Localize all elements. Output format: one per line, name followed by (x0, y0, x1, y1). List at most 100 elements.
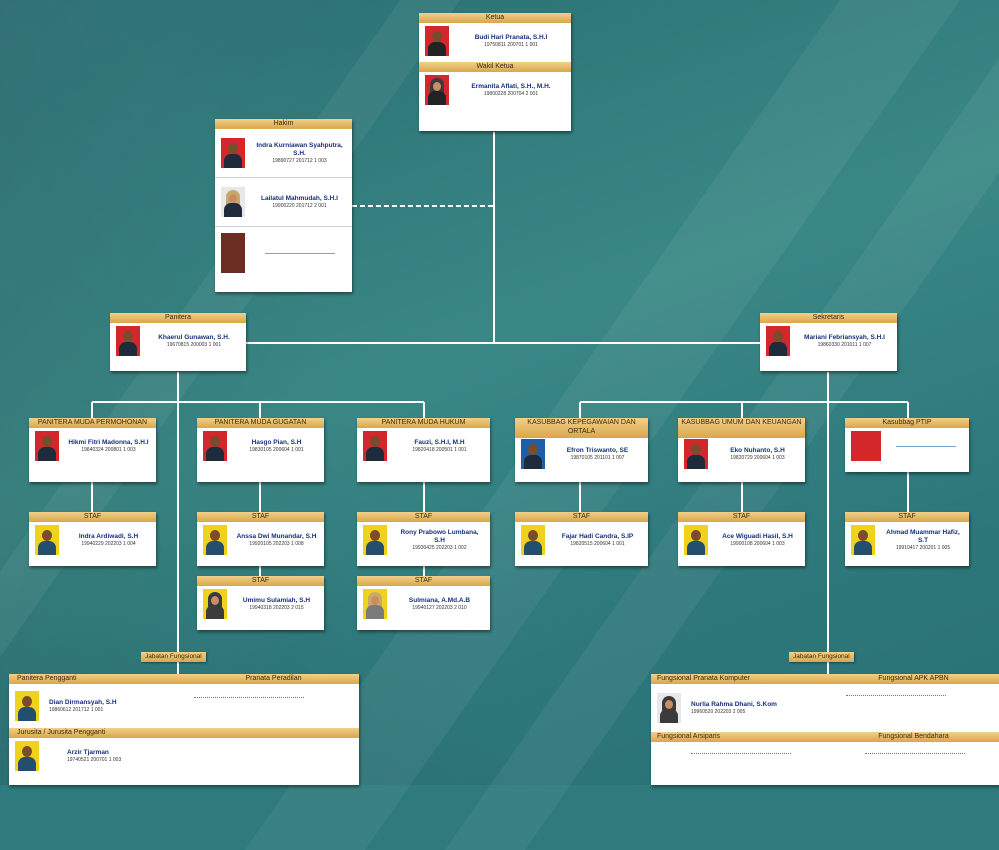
hakim-title: Hakim (215, 119, 352, 129)
staff-title: STAF (515, 512, 648, 522)
staff-photo (684, 525, 708, 555)
hakim-2-name: Lailatul Mahmudah, S.H.I (261, 194, 338, 202)
sekretaris-nip: 19860330 201011 1 007 (817, 341, 872, 348)
fungsional-right-header-2: Fungsional Arsiparis Fungsional Bendahar… (651, 732, 999, 742)
staff-nip: 19820515 200604 1 001 (570, 540, 625, 547)
ketua-photo (425, 26, 449, 56)
staff-name: Indra Ardiwadi, S.H (78, 532, 139, 540)
apk-dotted-line (846, 694, 946, 696)
unit-row (845, 428, 969, 464)
pranata-title: Pranata Peradilan (188, 674, 359, 684)
js-nip: 19740521 200701 1 003 (67, 756, 122, 763)
unit-nip: 19830105 200604 1 001 (249, 446, 304, 453)
ketua-title: Ketua (419, 13, 571, 23)
staff-title: STAF (357, 512, 490, 522)
hakim-box: Hakim Indra Kurniawan Syahputra, S.H.198… (215, 119, 352, 292)
fungsional-left-header: Panitera Pengganti Pranata Peradilan (9, 674, 359, 684)
fungsional-right-box: Fungsional Pranata Komputer Fungsional A… (651, 674, 999, 785)
fungsional-left-box: Panitera Pengganti Pranata Peradilan Dia… (9, 674, 359, 785)
unit-box-ptip: Kasubbag PTIP (845, 418, 969, 472)
hakim-row-1: Indra Kurniawan Syahputra, S.H.19890727 … (215, 129, 352, 177)
hakim-1-nip: 19890727 201712 1 003 (272, 157, 327, 164)
unit-name: Eko Nuhanto, S.H (730, 446, 785, 454)
js-photo (15, 741, 39, 771)
wakil-nip: 19800228 200704 2 001 (483, 90, 539, 97)
staff-photo (521, 525, 545, 555)
staff-nip: 19910417 200201 1 005 (895, 544, 951, 551)
hakim-row-3 (215, 227, 352, 279)
staff-photo (363, 525, 387, 555)
pranata-dotted-line (194, 696, 304, 698)
staff-nip: 19930425 202203 1 002 (412, 544, 467, 551)
unit-box-kepegawaian: KASUBBAG KEPEGAWAIAN DAN ORTALA Efron Tr… (515, 418, 648, 482)
bendahara-title: Fungsional Bendahara (828, 732, 999, 742)
panitera-name: Khaerul Gunawan, S.H. (158, 333, 230, 341)
hakim-3-photo-placeholder (221, 233, 245, 273)
sekretaris-title: Sekretaris (760, 313, 897, 323)
unit-name: Hikmi Fitri Madonna, S.H.I (68, 438, 149, 446)
pp-name: Dian Dirmansyah, S.H (49, 698, 117, 706)
pk-photo (657, 693, 681, 723)
unit-photo (521, 439, 545, 469)
unit-title: KASUBBAG KEPEGAWAIAN DAN ORTALA (515, 418, 648, 438)
unit-photo (363, 431, 387, 461)
unit-box-umum-keuangan: KASUBBAG UMUM DAN KEUANGAN Eko Nuhanto, … (678, 418, 805, 482)
wakil-photo (425, 75, 449, 105)
pk-title: Fungsional Pranata Komputer (651, 674, 828, 684)
staff-name: Fajar Hadi Candra, S.IP (561, 532, 634, 540)
wakil-name: Ermanita Aflati, S.H., M.H. (471, 82, 551, 90)
staff-name: Ace Wiguadi Hasil, S.H (722, 532, 793, 540)
unit-nip: 19820418 200501 1 001 (412, 446, 467, 453)
hakim-2-nip: 19900220 201712 2 001 (272, 202, 327, 209)
pp-nip: 19860612 201712 1 001 (49, 706, 104, 713)
hakim-2-photo (221, 187, 245, 217)
ketua-nip: 19750811 200701 1 001 (484, 41, 538, 48)
hakim-1-photo (221, 138, 245, 168)
arsiparis-dotted-line (691, 752, 791, 754)
pp-photo (15, 691, 39, 721)
sekretaris-name: Mariani Febriansyah, S.H.I (804, 333, 885, 341)
staff-title: STAF (197, 512, 324, 522)
apk-empty-slot (806, 684, 999, 732)
unit-photo-placeholder (851, 431, 881, 461)
unit-photo (35, 431, 59, 461)
staff-photo (35, 525, 59, 555)
arsiparis-empty-slot (651, 742, 825, 772)
hakim-3-blank-line (264, 252, 335, 254)
jabatan-fungsional-tag-left: Jabatan Fungsional (141, 652, 206, 662)
staff-title: STAF (29, 512, 156, 522)
unit-name: Fauzi, S.H.I, M.H (414, 438, 465, 446)
staff-nip: 19940318 202203 2 015 (249, 604, 304, 611)
wakil-row: Ermanita Aflati, S.H., M.H.19800228 2007… (419, 72, 571, 108)
staff-title: STAF (357, 576, 490, 586)
panitera-photo (116, 326, 140, 356)
staff-title: STAF (845, 512, 969, 522)
apk-title: Fungsional APK APBN (828, 674, 999, 684)
staff-nip: 19940229 202203 1 004 (81, 540, 136, 547)
unit-nip: 19820729 200604 1 003 (730, 454, 785, 461)
staff-photo (363, 589, 387, 619)
panitera-row: Khaerul Gunawan, S.H.19670815 200003 1 0… (110, 323, 246, 359)
pk-nip: 19960520 202203 2 005 (691, 708, 746, 715)
pp-title: Panitera Pengganti (9, 674, 188, 684)
staff-nip: 19940127 202203 2 010 (412, 604, 467, 611)
